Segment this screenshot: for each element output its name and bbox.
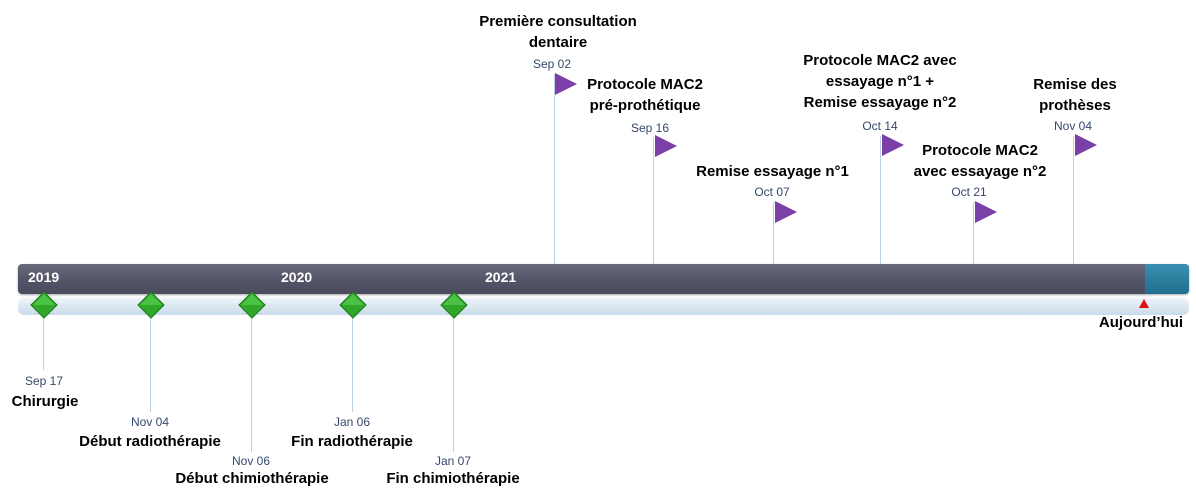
event-stem	[653, 137, 654, 264]
event-label: Première consultation dentaire	[448, 11, 668, 53]
event-label-line: Protocole MAC2 avec	[803, 52, 957, 69]
event-stem	[453, 318, 454, 452]
event-date: Sep 17	[24, 374, 64, 388]
event-label-line: Protocole MAC2	[587, 76, 703, 93]
event-label: Fin chimiothérapie	[386, 470, 520, 487]
event-stem	[880, 136, 881, 264]
event-date: Nov 06	[231, 454, 271, 468]
event-label-line: pré-prothétique	[589, 97, 701, 114]
event-stem	[973, 202, 974, 264]
flag-icon	[655, 135, 677, 157]
event-date: Oct 21	[951, 185, 987, 199]
timeline-track	[18, 298, 1189, 315]
event-label-line: Remise essayage n°2	[803, 94, 957, 111]
diamond-milestone-icon	[440, 291, 468, 319]
event-label-line: Première consultation	[479, 13, 637, 30]
event-label-line: Protocole MAC2	[922, 142, 1038, 159]
event-stem	[150, 318, 151, 412]
event-date: Nov 04	[1053, 119, 1093, 133]
diamond-milestone-icon	[238, 291, 266, 319]
event-date: Oct 07	[754, 185, 790, 199]
flag-icon	[882, 134, 904, 156]
event-date: Jan 07	[434, 454, 472, 468]
event-label: Protocole MAC2 avec essayage n°1 + Remis…	[775, 50, 985, 113]
event-stem	[1073, 136, 1074, 264]
event-label-line: essayage n°1 +	[825, 73, 935, 90]
event-label-line: Remise essayage n°1	[696, 163, 849, 180]
event-stem	[251, 318, 252, 452]
event-label: Protocole MAC2 avec essayage n°2	[900, 140, 1060, 182]
event-date: Sep 02	[532, 57, 572, 71]
event-stem	[773, 202, 774, 264]
today-label: Aujourd’hui	[1098, 314, 1184, 331]
event-label: Début chimiothérapie	[175, 470, 329, 487]
today-segment	[1145, 264, 1189, 294]
today-marker-icon	[1139, 299, 1149, 308]
event-stem	[352, 318, 353, 412]
event-date: Jan 06	[333, 415, 371, 429]
event-date: Sep 16	[630, 121, 670, 135]
year-label: 2021	[485, 269, 517, 285]
event-date: Nov 04	[130, 415, 170, 429]
flag-icon	[555, 73, 577, 95]
event-date: Oct 14	[862, 119, 898, 133]
event-label: Début radiothérapie	[79, 433, 221, 450]
diamond-milestone-icon	[137, 291, 165, 319]
event-stem	[554, 74, 555, 264]
flag-icon	[775, 201, 797, 223]
event-label-line: prothèses	[1039, 97, 1111, 114]
event-label-line: Remise des	[1033, 76, 1117, 93]
event-label: Protocole MAC2 pré-prothétique	[565, 74, 725, 116]
year-label: 2020	[281, 269, 313, 285]
flag-icon	[1075, 134, 1097, 156]
event-label: Chirurgie	[11, 393, 79, 410]
timeline-bar: 2019 2020 2021	[18, 264, 1189, 294]
event-label-line: avec essayage n°2	[913, 163, 1047, 180]
diamond-milestone-icon	[339, 291, 367, 319]
diamond-milestone-icon	[30, 291, 58, 319]
event-label: Remise des prothèses	[1010, 74, 1140, 116]
event-label: Fin radiothérapie	[291, 433, 413, 450]
event-label: Remise essayage n°1	[680, 161, 865, 182]
flag-icon	[975, 201, 997, 223]
year-label: 2019	[28, 269, 60, 285]
event-stem	[43, 318, 44, 370]
event-label-line: dentaire	[528, 34, 588, 51]
